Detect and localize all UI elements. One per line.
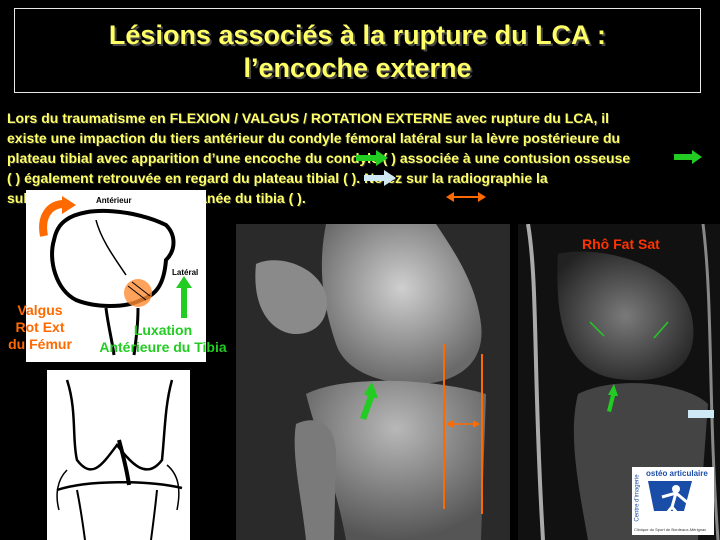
logo-text: ostéo articulaire <box>646 469 708 478</box>
caption-line: Rot Ext <box>15 319 65 335</box>
slide-title-line2: l’encoche externe <box>243 53 472 83</box>
orange-arrow-icon <box>446 192 486 202</box>
lightblue-arrow-icon <box>364 170 396 186</box>
clinic-logo: ostéo articulaire Centre d'imagerie Clin… <box>632 467 714 535</box>
caption-line: du Fémur <box>8 336 72 352</box>
plateau-drawing <box>50 209 176 356</box>
description-paragraph: Lors du traumatisme en FLEXION / VALGUS … <box>7 108 711 208</box>
green-up-arrow-icon <box>176 276 192 318</box>
curved-rotation-arrow-icon <box>39 196 76 237</box>
paragraph-line: ( ) également retrouvée en regard du pla… <box>7 170 548 186</box>
paragraph-line: Lors du traumatisme en FLEXION / VALGUS … <box>7 110 610 126</box>
caption-line: Antérieure du Tibia <box>99 339 227 355</box>
slide-title-line1: Lésions associés à la rupture du LCA : <box>108 20 607 50</box>
knee-sketch <box>47 370 190 540</box>
tibial-plateau-diagram: Antérieur Latéral <box>26 190 206 362</box>
logo-bottom-text: Clinique du Sport de Bordeaux-Mérignac <box>634 527 707 532</box>
paragraph-line: plateau tibial avec apparition d’une enc… <box>7 150 631 166</box>
title-box: Lésions associés à la rupture du LCA : l… <box>14 8 701 93</box>
luxation-caption: Luxation Antérieure du Tibia <box>88 322 238 356</box>
caption-line: Valgus <box>17 302 63 318</box>
green-arrow-icon <box>356 150 388 166</box>
logo-side-text: Centre d'imagerie <box>634 474 641 522</box>
green-arrow-icon <box>674 150 702 164</box>
valgus-caption: Valgus Rot Ext du Fémur <box>0 302 80 353</box>
caption-line: Luxation <box>133 322 193 338</box>
label-anterior: Antérieur <box>96 196 132 205</box>
knee-radiograph <box>236 224 510 540</box>
mri-sequence-label: Rhô Fat Sat <box>582 236 660 252</box>
label-lateral: Latéral <box>172 268 199 277</box>
logo-figure-icon <box>648 481 692 520</box>
paragraph-line: existe une impaction du tiers antérieur … <box>7 130 621 146</box>
